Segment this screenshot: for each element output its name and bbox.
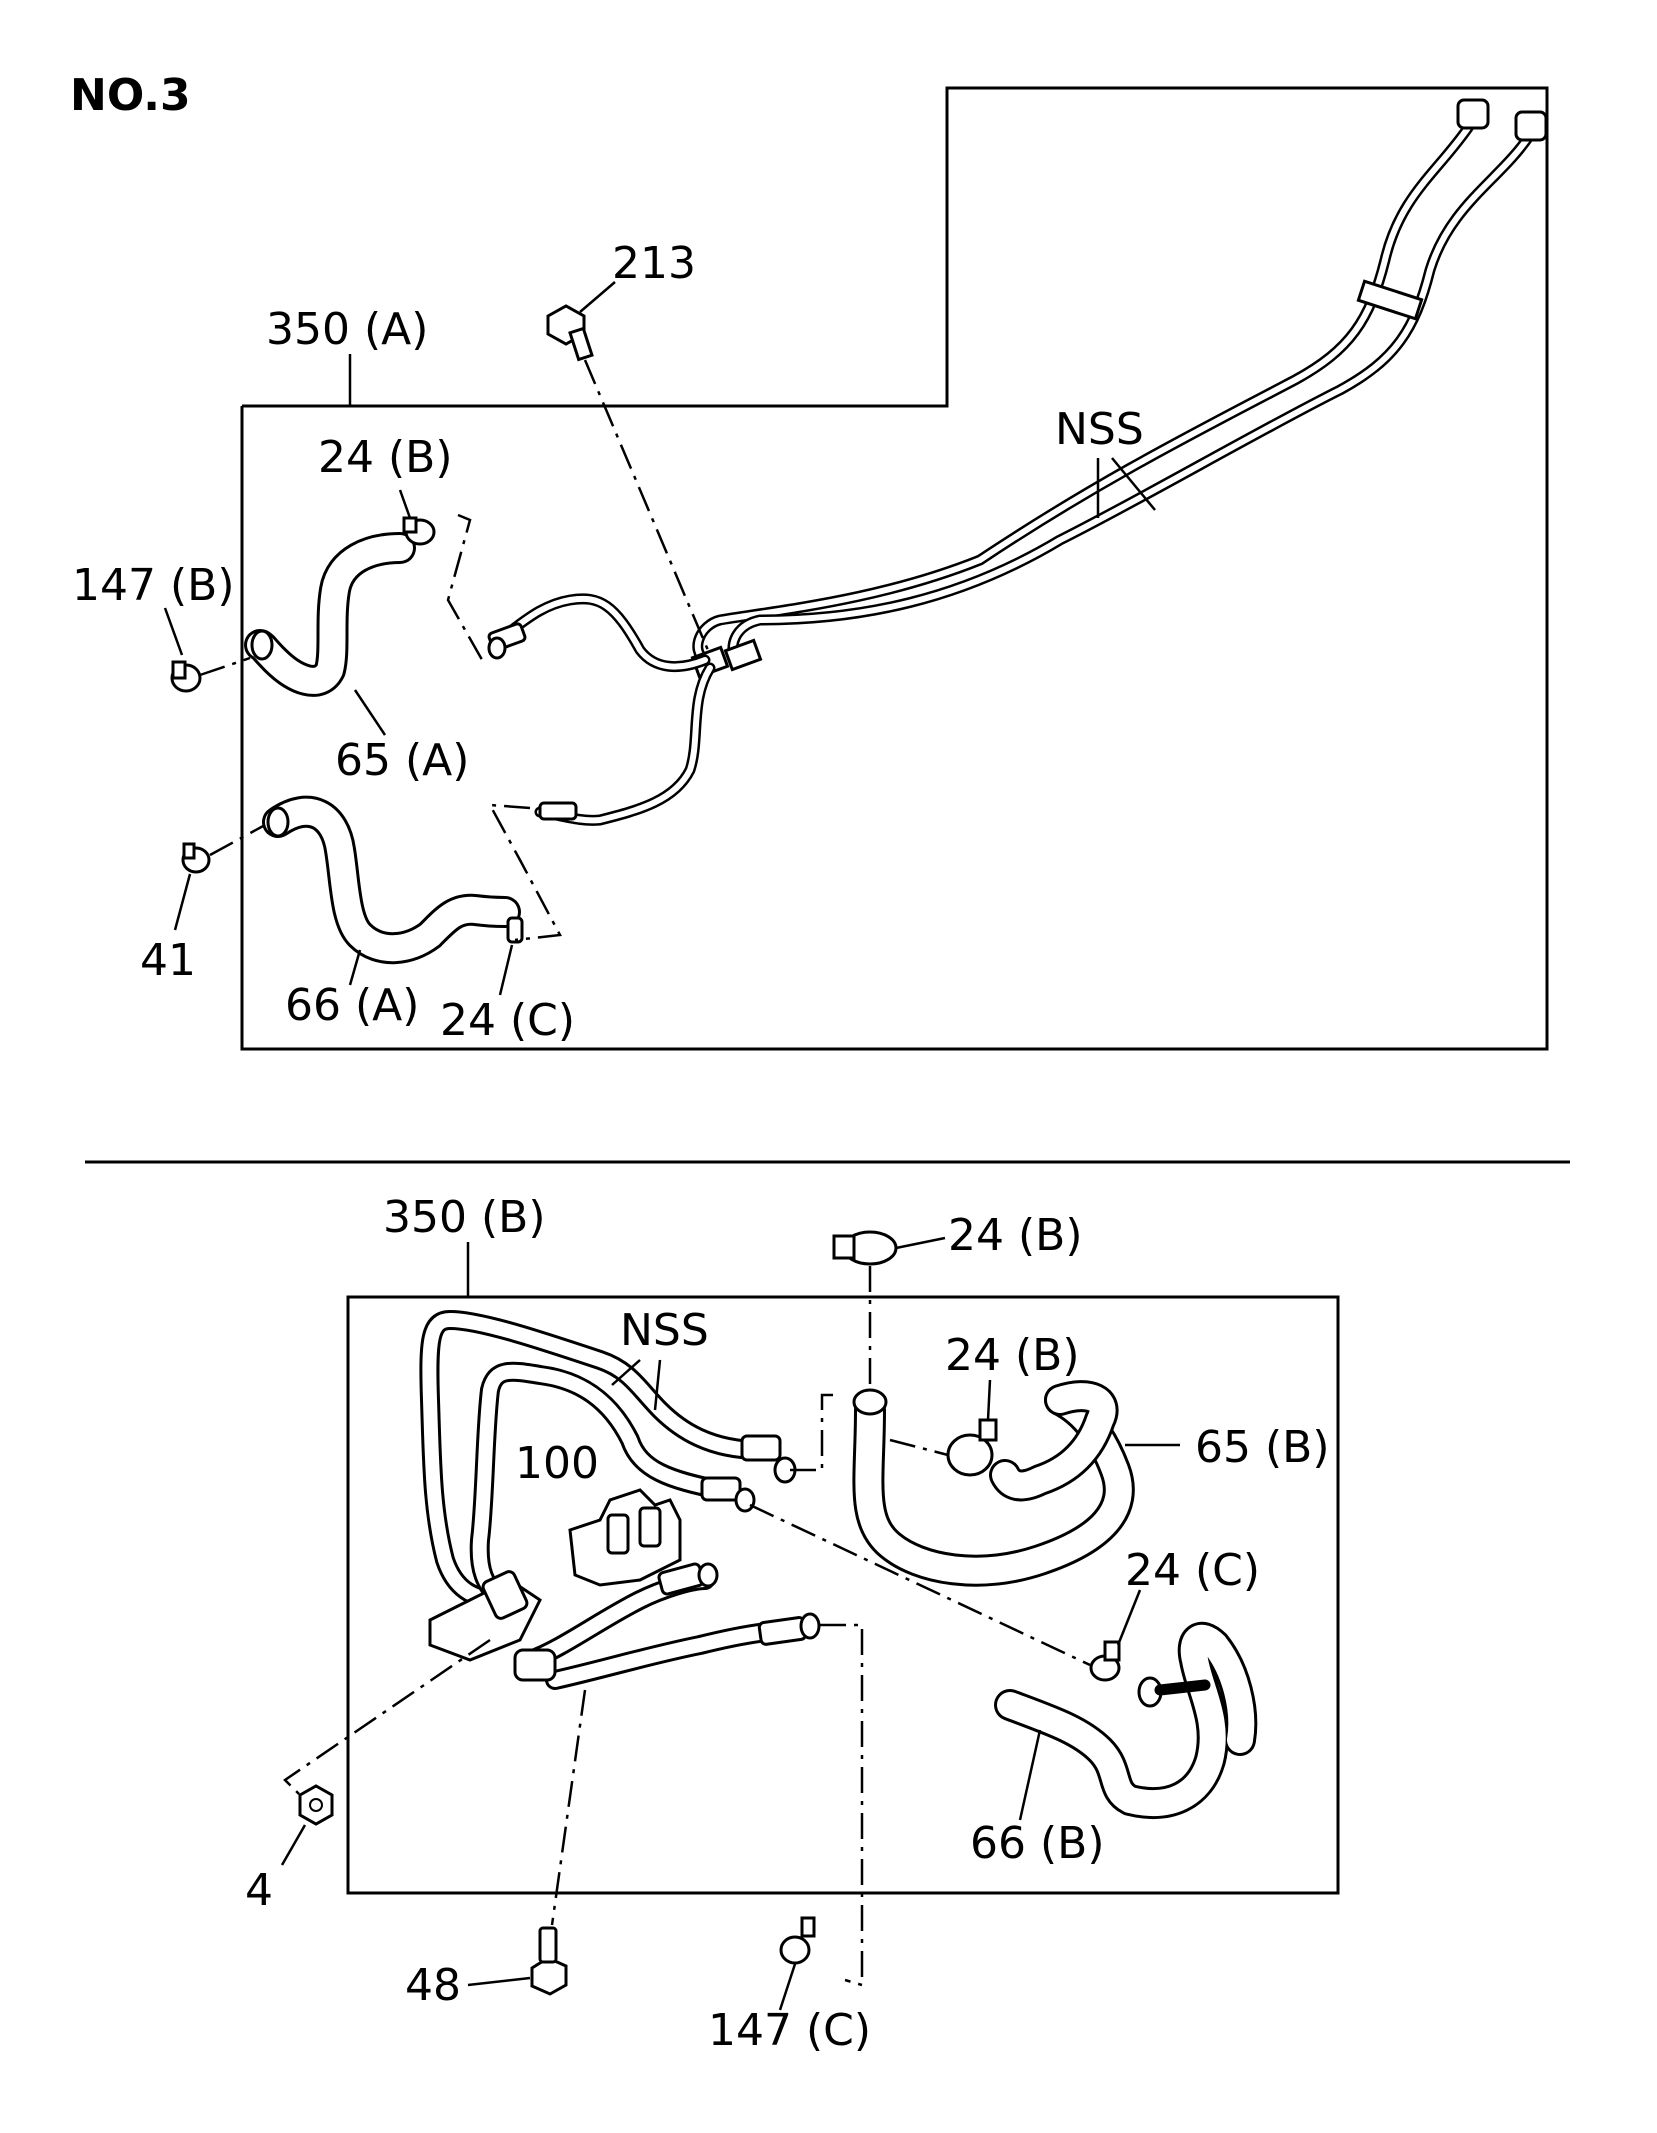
clamp-24b-top [398,489,487,666]
label-213: 213 [612,238,696,289]
pipe-band-clamp [1356,279,1424,321]
pipe-connector-lower [538,801,578,821]
tube-joint-block [513,1648,557,1682]
label-nss-top: NSS [1055,404,1144,455]
label-24c-bottom: 24 (C) [1125,1545,1260,1596]
hose-66b [994,1621,1258,1821]
label-48: 48 [405,1960,461,2011]
clamp-24c-bottom [749,1503,1142,1682]
hose-65a-end [250,629,274,661]
bracket-100 [568,1488,682,1587]
tube-mount-block [481,1570,529,1620]
top-panel: 213 350 (A) NSS 65 (A) 24 (B) [72,86,1549,1051]
label-66b: 66 (B) [970,1818,1105,1869]
bolt-48 [467,1689,587,1996]
pipe-end-fitting [1456,98,1490,130]
tube-end-fitting-cap [734,1487,756,1513]
clip-147c [778,1916,816,2011]
pipe-connector-upper-end [487,636,507,660]
pipe-end-fitting [1514,110,1548,142]
top-panel-frame [240,86,1549,1051]
pipe-joint-sleeve [723,638,763,672]
clip-147b [163,607,251,693]
clamp-24b-bottom-mid [790,1379,998,1477]
label-147c: 147 (C) [708,2005,871,2056]
hose-65b [852,1380,1180,1587]
label-24b-bottom-mid: 24 (B) [945,1330,1080,1381]
label-4: 4 [245,1865,273,1916]
label-65b: 65 (B) [1195,1422,1330,1473]
tube-end-fitting [700,1476,742,1502]
clamp-24b-bottom-top [832,1230,946,1400]
page-title: NO.3 [70,70,191,121]
tube-end-fitting [757,1616,808,1646]
hose-66a [262,795,521,986]
clamp-24c-top [487,803,562,996]
label-350b: 350 (B) [383,1192,546,1243]
label-24b-top: 24 (B) [318,432,453,483]
nut-4 [280,1638,491,1866]
label-147b: 147 (B) [72,560,235,611]
label-nss-bottom: NSS [620,1305,709,1356]
label-66a: 66 (A) [285,980,419,1031]
tube-end-fitting [740,1434,782,1462]
nss-pipe-assembly-top [487,98,1548,826]
bottom-panel-frame [346,1295,1340,1895]
label-24c-top: 24 (C) [440,995,575,1046]
dash-147c [820,1623,864,1987]
label-65a: 65 (A) [335,735,469,786]
label-41: 41 [140,935,196,986]
label-24b-bottom-top: 24 (B) [948,1210,1083,1261]
nss-pipe-assembly-bottom [419,1310,821,1690]
bottom-panel: 350 (B) NSS [245,1192,1340,2056]
hose-65a [244,532,416,736]
label-100: 100 [515,1438,599,1489]
label-350a: 350 (A) [266,304,428,355]
clip-41 [173,823,266,931]
bolt-213 [546,281,712,656]
